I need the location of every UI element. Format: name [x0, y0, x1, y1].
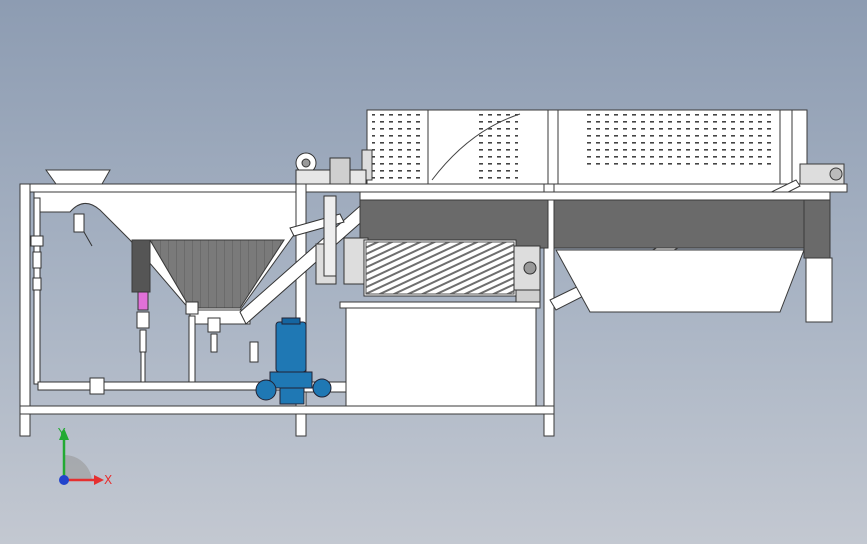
- leg-middle: [295, 183, 307, 437]
- x-arrow-head: [94, 475, 104, 485]
- bottom-rail: [19, 405, 555, 415]
- x-axis-label: X: [104, 473, 112, 487]
- end-plate: [805, 257, 833, 323]
- pink-tube: [137, 291, 149, 311]
- leg-right: [543, 183, 555, 437]
- drum-holes-left: [372, 112, 422, 182]
- coordinate-triad: Y X: [57, 426, 112, 487]
- drum-holes-mid: [478, 112, 518, 182]
- discharge-valves: [136, 291, 259, 385]
- water-pump: [255, 317, 332, 405]
- screw-conveyor: [239, 195, 367, 325]
- housing-dark-right: [553, 197, 805, 249]
- collection-tank: [339, 301, 541, 407]
- drive-sprocket: [295, 152, 367, 185]
- drum-mesh: [365, 241, 515, 295]
- top-rail: [19, 183, 848, 193]
- pump-outlet-flange: [312, 378, 332, 398]
- pump-inlet-flange: [255, 379, 277, 401]
- z-axis-dot: [59, 475, 69, 485]
- fine-filter-drum: [343, 237, 541, 305]
- filter-housing: [359, 191, 833, 323]
- triad-plane: [64, 454, 92, 480]
- drum-holes-right: [582, 112, 772, 168]
- tank-body: [345, 307, 537, 407]
- leg-left: [19, 183, 31, 437]
- inner-baffle: [131, 239, 151, 293]
- feed-hopper: [45, 169, 111, 185]
- pump-motor: [275, 321, 307, 373]
- drum-screen: [361, 109, 845, 185]
- left-instruments: [30, 197, 93, 385]
- y-arrow-head: [59, 428, 69, 440]
- y-axis-label: Y: [57, 426, 66, 440]
- collection-trough: [555, 249, 805, 313]
- settling-tank: [33, 191, 297, 325]
